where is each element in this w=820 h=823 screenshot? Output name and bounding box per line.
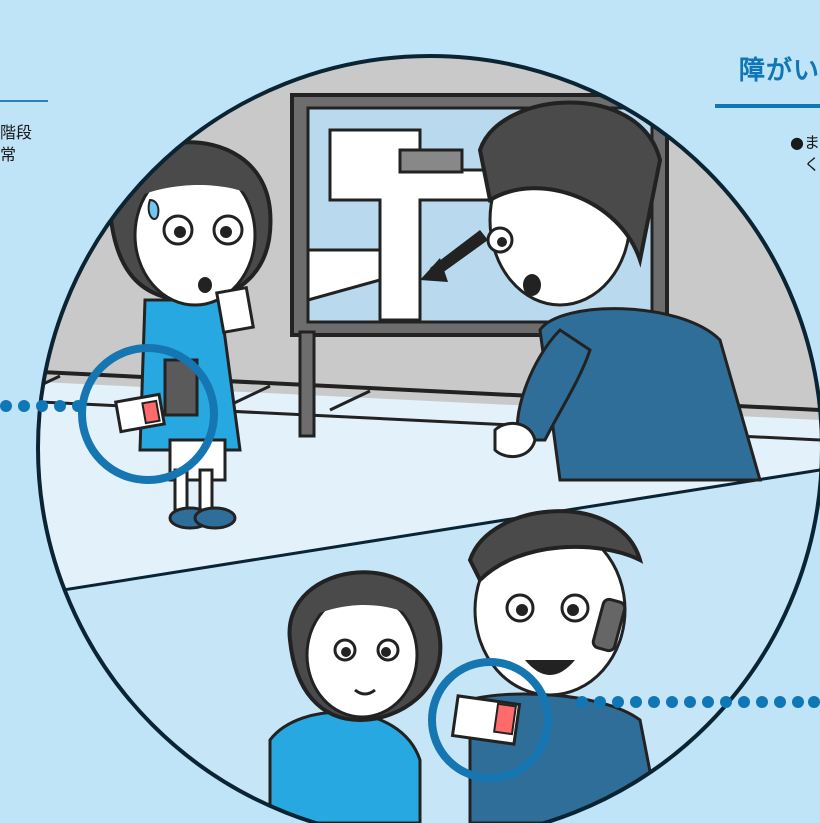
help-card-icon xyxy=(450,694,522,746)
highlight-ring-upper xyxy=(78,344,218,484)
right-bullet-text: ●ま く xyxy=(790,132,820,176)
highlight-ring-lower xyxy=(428,658,552,782)
scene-circle-border xyxy=(36,54,820,823)
woman-bottom xyxy=(268,570,443,823)
connector-dots-left xyxy=(0,400,84,412)
left-caption-line2: 常 xyxy=(0,145,17,164)
left-caption: 階段 常 xyxy=(0,122,32,166)
man-pointing xyxy=(477,100,762,482)
woman-asking xyxy=(107,140,273,530)
phone-icon xyxy=(591,597,627,653)
man-bottom xyxy=(467,509,662,823)
left-decor-line xyxy=(0,100,48,102)
right-bullet-line2: く xyxy=(803,155,820,174)
connector-dots-right xyxy=(576,696,820,708)
help-card-icon xyxy=(113,392,167,434)
right-bullet-line1: ●ま xyxy=(790,133,820,152)
right-heading: 障がい xyxy=(738,56,820,86)
right-decor-line xyxy=(715,104,820,108)
left-caption-line1: 階段 xyxy=(0,123,33,142)
